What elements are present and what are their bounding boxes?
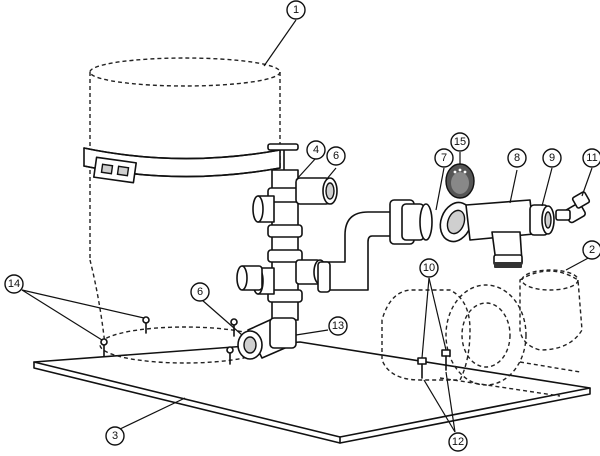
callout-4-label: 4 <box>313 144 319 156</box>
callout-2: 2 <box>582 240 600 260</box>
crossover-piping <box>317 199 433 293</box>
callout-3-label: 3 <box>112 430 118 442</box>
callout-4: 4 <box>306 140 326 160</box>
callout-14-label: 14 <box>8 278 20 290</box>
callout-15-label: 15 <box>454 136 466 148</box>
mounting-bolts <box>100 316 451 379</box>
callout-7-label: 7 <box>441 152 447 164</box>
bottom-union-fitting <box>237 317 297 360</box>
filter-tank <box>83 57 281 364</box>
drain-valve <box>555 191 591 224</box>
callout-9: 9 <box>542 148 562 168</box>
callout-6-lower-label: 6 <box>197 286 203 298</box>
base-plate <box>33 341 591 444</box>
callout-1-label: 1 <box>293 4 299 16</box>
callout-10-label: 10 <box>423 262 435 274</box>
callout-7: 7 <box>434 148 454 168</box>
leader-lines <box>21 19 593 433</box>
callout-14: 14 <box>4 274 24 294</box>
callout-10: 10 <box>419 258 439 278</box>
callout-8: 8 <box>507 148 527 168</box>
callout-12: 12 <box>448 432 468 452</box>
callout-1: 1 <box>286 0 306 20</box>
callout-11: 11 <box>582 148 600 168</box>
reducer-ring <box>529 204 555 236</box>
callout-15: 15 <box>450 132 470 152</box>
tee-fitting <box>439 199 535 268</box>
multiport-valve <box>236 143 338 321</box>
callout-6-lower: 6 <box>190 282 210 302</box>
callout-13: 13 <box>328 316 348 336</box>
callout-3: 3 <box>105 426 125 446</box>
pump <box>381 269 583 397</box>
callout-13-label: 13 <box>332 320 344 332</box>
callout-11-label: 11 <box>586 152 597 164</box>
callout-8-label: 8 <box>514 152 520 164</box>
callout-2-label: 2 <box>589 244 595 256</box>
callout-6-upper-label: 6 <box>333 150 339 162</box>
o-ring-disc <box>445 163 475 199</box>
callout-12-label: 12 <box>452 436 464 448</box>
callout-9-label: 9 <box>549 152 555 164</box>
callout-6-upper: 6 <box>326 146 346 166</box>
